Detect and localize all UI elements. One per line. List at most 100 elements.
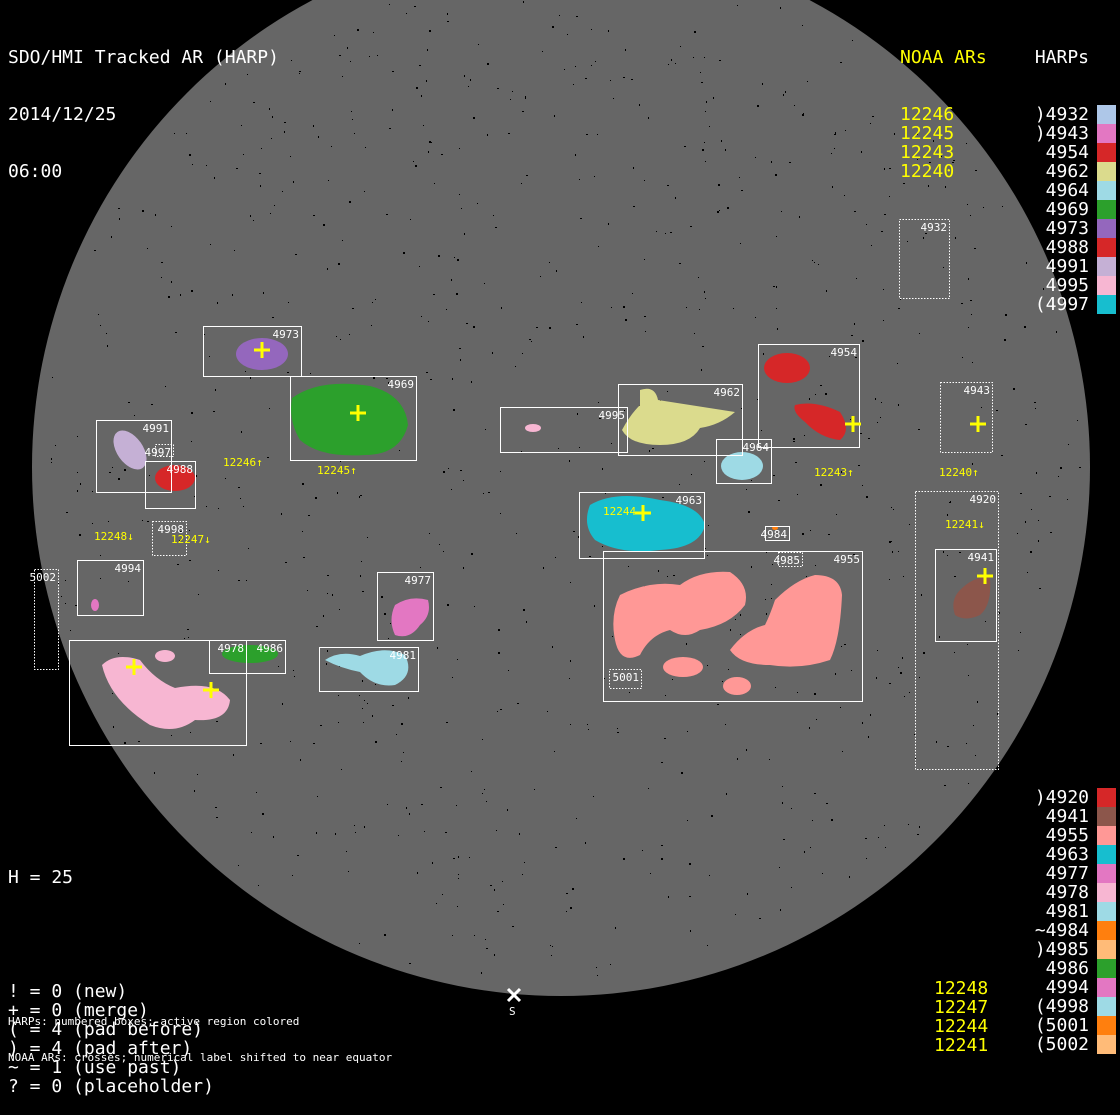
- harp-label: 4994: [1045, 977, 1089, 998]
- harp-color-swatch: [1097, 162, 1116, 181]
- harp-label: 4963: [1045, 844, 1089, 865]
- noaa-cross-icon: [203, 682, 219, 698]
- harp-box-label: 4955: [834, 553, 861, 566]
- active-region-4994: [91, 599, 99, 611]
- harp-label: (5002: [1034, 1034, 1089, 1055]
- footnote-noaa: NOAA ARs: crosses; numerical label shift…: [8, 1051, 393, 1064]
- noaa-item: 12245: [900, 123, 955, 144]
- harp-color-swatch: [1097, 788, 1116, 807]
- noaa-disk-label: 12243↑: [814, 466, 854, 479]
- noaa-cross-icon: [970, 416, 986, 432]
- harp-color-swatch: [1097, 864, 1116, 883]
- harp-legend-row: (5002: [996, 1035, 1116, 1054]
- magnetogram-speckle: [51, 1, 1081, 976]
- harp-legend-row: 4994: [996, 978, 1116, 997]
- noaa-disk-label: 12248↓: [94, 530, 134, 543]
- active-region-4977: [391, 598, 429, 637]
- harp-label: 4991: [1045, 256, 1089, 277]
- harp-box-label: 4932: [921, 221, 948, 234]
- stat-line: ? = 0 (placeholder): [8, 1076, 214, 1097]
- harp-label: ~4984: [1034, 920, 1089, 941]
- harp-color-swatch: [1097, 257, 1116, 276]
- harp-legend-row: 4988: [996, 238, 1116, 257]
- harp-label: )4985: [1034, 939, 1089, 960]
- harp-label: 4964: [1045, 180, 1089, 201]
- harp-color-swatch: [1097, 200, 1116, 219]
- harp-box-label: 4973: [273, 328, 300, 341]
- harp-legend-row: 4995: [996, 276, 1116, 295]
- harp-color-swatch: [1097, 219, 1116, 238]
- noaa-item: 12243: [900, 142, 955, 163]
- noaa-disk-label: 12244: [603, 505, 636, 518]
- harp-box-label: 4978: [218, 642, 245, 655]
- harp-box-label: 4984: [761, 528, 788, 541]
- harp-legend-row: 4954: [996, 143, 1116, 162]
- active-region-4955: [663, 657, 703, 677]
- harp-color-swatch: [1097, 845, 1116, 864]
- harp-color-swatch: [1097, 238, 1116, 257]
- harp-label: (5001: [1034, 1015, 1089, 1036]
- harp-color-swatch: [1097, 143, 1116, 162]
- harp-label: 4973: [1045, 218, 1089, 239]
- active-region-4964: [721, 452, 763, 480]
- harp-box-5001: 5001: [609, 669, 642, 689]
- harp-count: H = 25: [8, 867, 74, 888]
- harp-box-label: 4986: [257, 642, 284, 655]
- harp-box-4943: 4943: [940, 382, 993, 453]
- harp-legend-row: )4932: [996, 105, 1116, 124]
- active-region-4995: [525, 424, 541, 432]
- harp-legend-row: 4973: [996, 219, 1116, 238]
- footnote-harps: HARPs: numbered boxes; active region col…: [8, 1015, 300, 1028]
- harp-legend-row: )4920: [996, 788, 1116, 807]
- active-region-4963: [586, 496, 705, 552]
- harp-color-swatch: [1097, 959, 1116, 978]
- harp-legend-row: (4998: [996, 997, 1116, 1016]
- noaa-disk-label: 12240↑: [939, 466, 979, 479]
- harp-box-label: 4954: [831, 346, 858, 359]
- harp-box-4986: 4986: [209, 640, 286, 674]
- active-regions: [91, 338, 991, 729]
- harp-box-label: 4994: [115, 562, 142, 575]
- harp-legend-row: (5001: [996, 1016, 1116, 1035]
- harp-legend-row: 4981: [996, 902, 1116, 921]
- harp-box-4941: 4941: [935, 549, 997, 642]
- noaa-item: 12240: [900, 161, 955, 182]
- harp-box-4998: 4998: [152, 521, 187, 556]
- harp-box-4985: 4985: [774, 552, 803, 567]
- time: 06:00: [8, 161, 63, 182]
- harp-label: 4988: [1045, 237, 1089, 258]
- noaa-item: 12246: [900, 104, 955, 125]
- harp-box-label: 4981: [390, 649, 417, 662]
- harp-legend-row: 4978: [996, 883, 1116, 902]
- harp-label: )4943: [1034, 123, 1089, 144]
- active-region-4954: [794, 403, 846, 440]
- harp-box-label: 4998: [158, 523, 185, 536]
- harp-legend-row: 4977: [996, 864, 1116, 883]
- harp-color-swatch: [1097, 826, 1116, 845]
- harp-box-label: 4995: [599, 409, 626, 422]
- noaa-item: 12244: [934, 1016, 989, 1037]
- noaa-disk-label: 12241↓: [945, 518, 985, 531]
- harp-legend-row: ~4984: [996, 921, 1116, 940]
- harp-color-swatch: [1097, 181, 1116, 200]
- stat-line: ! = 0 (new): [8, 981, 128, 1002]
- harp-label: 4981: [1045, 901, 1089, 922]
- harp-box-label: 5002: [30, 571, 57, 584]
- harp-box-4994: 4994: [77, 560, 144, 616]
- harp-color-swatch: [1097, 807, 1116, 826]
- noaa-cross-icon: [635, 505, 651, 521]
- harp-legend-row: 4986: [996, 959, 1116, 978]
- harp-legend-row: 4941: [996, 807, 1116, 826]
- harp-box-4991: 4991: [96, 420, 172, 493]
- harp-color-swatch: [1097, 921, 1116, 940]
- active-region-4962: [622, 388, 735, 445]
- harp-color-swatch: [1097, 295, 1116, 314]
- harp-legend-row: 4962: [996, 162, 1116, 181]
- noaa-item: 12248: [934, 978, 989, 999]
- active-region-4988: [155, 465, 195, 491]
- harp-box-label: 4943: [964, 384, 991, 397]
